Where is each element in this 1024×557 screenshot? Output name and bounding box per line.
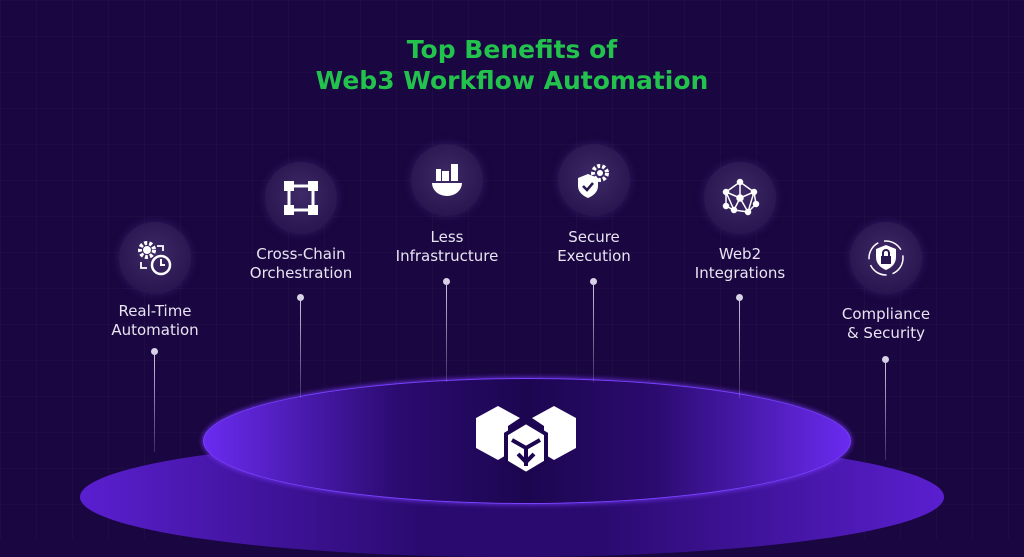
benefit-label: Compliance <box>841 305 931 323</box>
connector-dot <box>443 278 450 285</box>
connector-dot <box>882 356 889 363</box>
shield-lock-icon <box>850 222 922 294</box>
benefit-label: Real-Time <box>118 302 192 320</box>
infrastructure-gear-icon <box>411 144 483 216</box>
connector-line <box>300 298 301 398</box>
benefit-label: Automation <box>111 321 199 339</box>
benefit-label: Cross-Chain <box>256 245 346 263</box>
benefit-label: Web2 <box>718 245 762 263</box>
benefit-label: Less <box>430 228 464 246</box>
benefit-label: & Security <box>846 324 926 342</box>
benefit-label: Integrations <box>694 264 786 282</box>
shield-gear-icon <box>558 144 630 216</box>
connector-dot <box>736 294 743 301</box>
benefit-label: Infrastructure <box>395 247 499 265</box>
network-icon <box>704 162 776 234</box>
connector-line <box>885 360 886 460</box>
connector-dot <box>590 278 597 285</box>
gear-clock-icon <box>119 222 191 294</box>
title-line-2: Web3 Workflow Automation <box>315 66 709 95</box>
connector-line <box>154 352 155 452</box>
nodes-square-icon <box>265 162 337 234</box>
connector-line <box>739 298 740 398</box>
brand-logo-icon <box>476 406 576 476</box>
page-title: Top Benefits of Web3 Workflow Automation <box>0 34 1024 96</box>
connector-dot <box>297 294 304 301</box>
connector-line <box>593 282 594 382</box>
benefit-label: Secure <box>568 228 620 246</box>
connector-line <box>446 282 447 382</box>
connector-dot <box>151 348 158 355</box>
title-line-1: Top Benefits of <box>406 35 618 64</box>
benefit-label: Orchestration <box>249 264 353 282</box>
benefit-label: Execution <box>557 247 631 265</box>
